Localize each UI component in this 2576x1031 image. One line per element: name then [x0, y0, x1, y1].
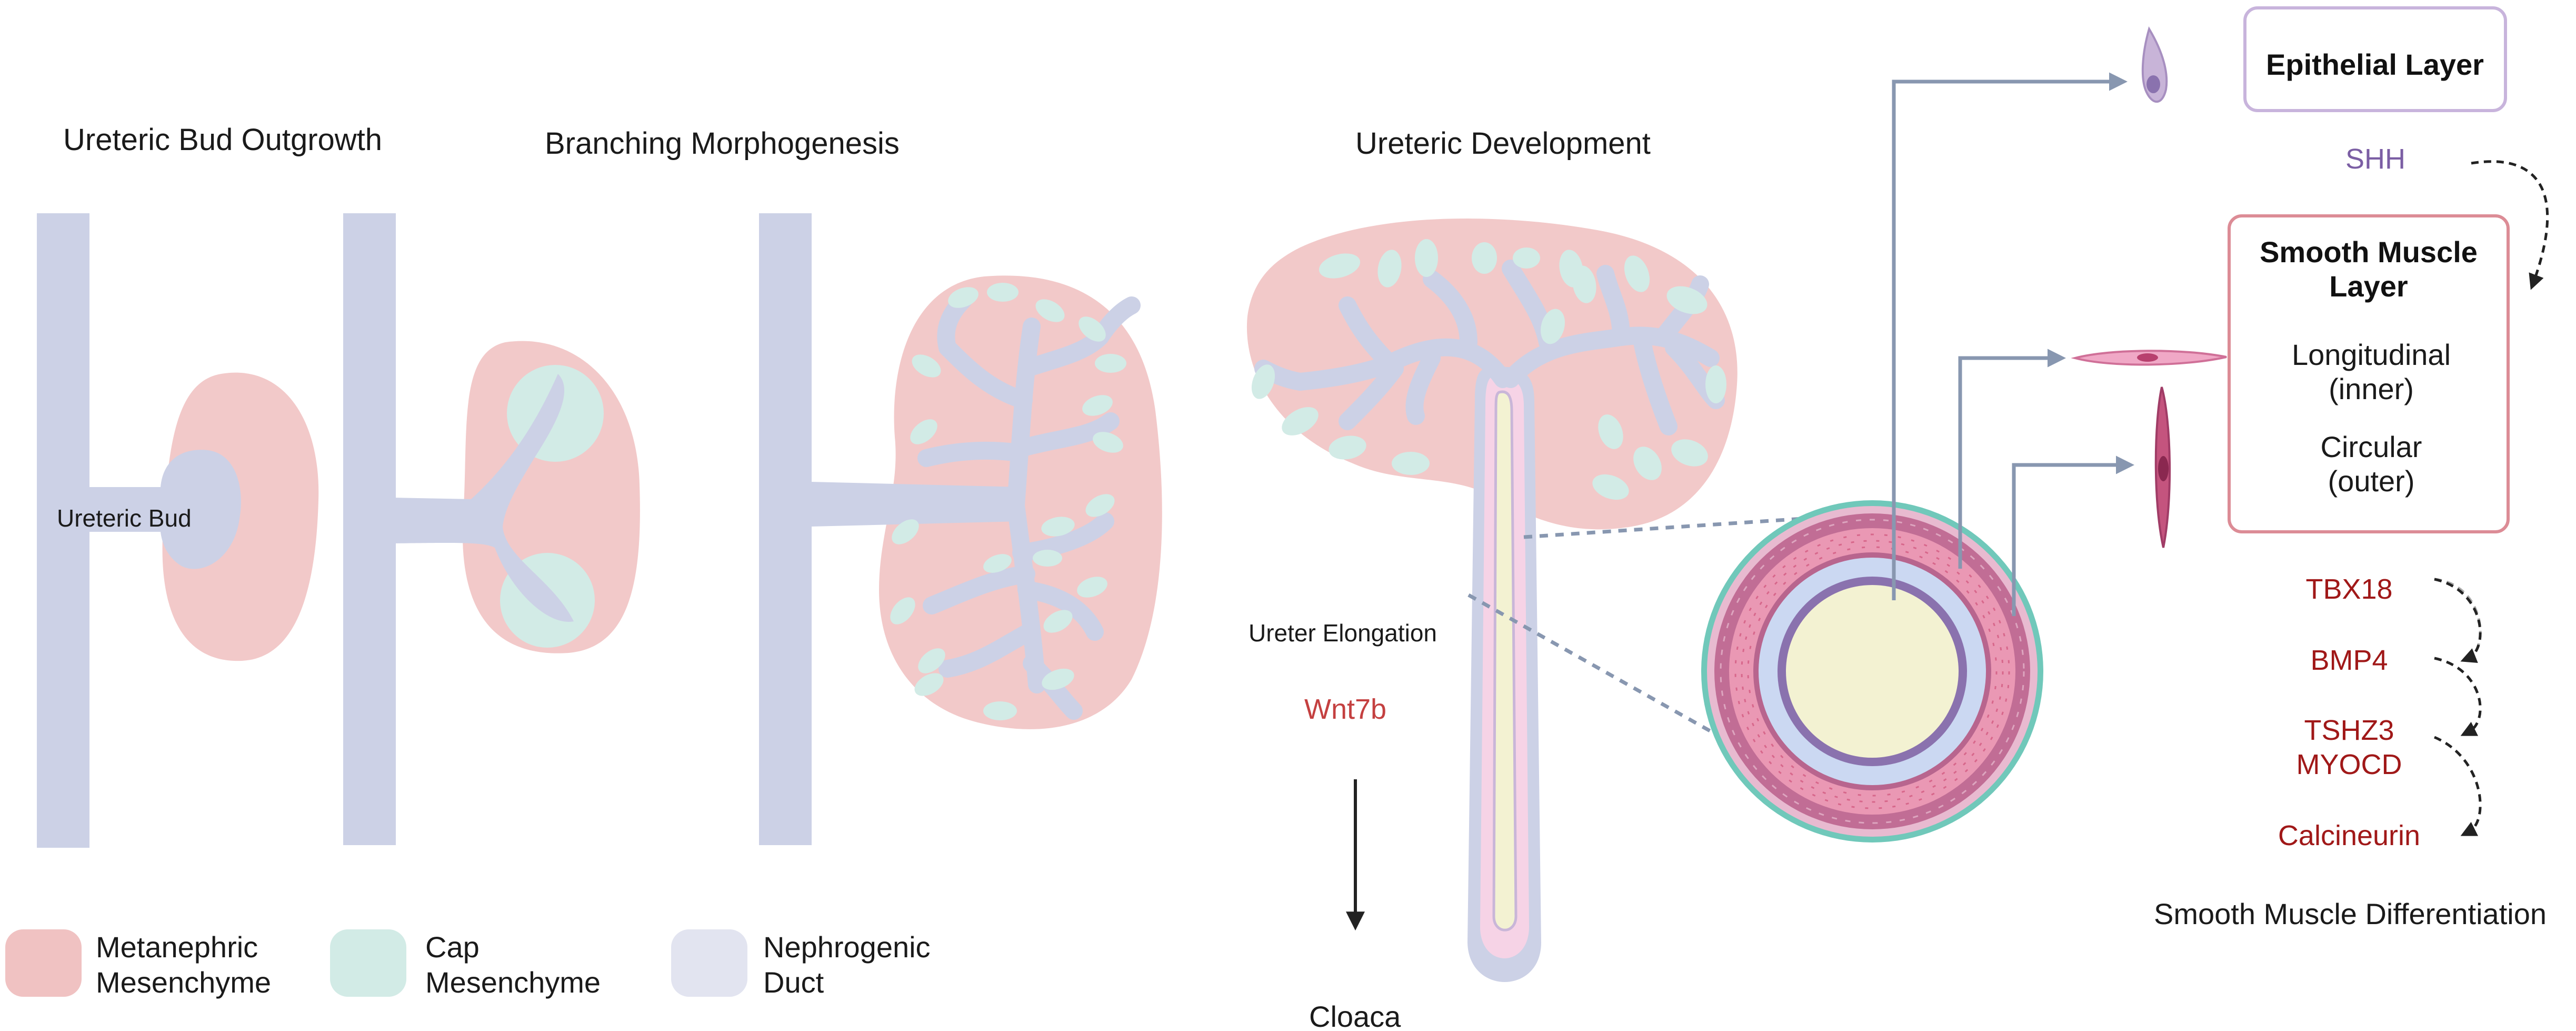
- panel-branching-morphogenesis: Branching Morphogenesis: [545, 126, 1162, 845]
- circular-muscle-cell-icon: [2154, 386, 2171, 548]
- nephrogenic-duct-3: [759, 213, 812, 845]
- circular-label: Circular: [2321, 430, 2422, 463]
- gene-tbx18: TBX18: [2305, 573, 2392, 605]
- legend-label-nephrogenic-1: Nephrogenic: [763, 930, 931, 964]
- longitudinal-label: Longitudinal: [2292, 338, 2451, 371]
- callout-arrows: [1892, 72, 2134, 616]
- smooth-muscle-title-line1: Smooth Muscle: [2260, 235, 2478, 269]
- epithelial-layer-box: Epithelial Layer: [2243, 6, 2507, 112]
- cascade-arrow-2: [2434, 657, 2482, 736]
- cascade-arrow-3: [2434, 736, 2482, 836]
- ureteric-bud-branching: [392, 374, 574, 622]
- legend-item-metanephric: Metanephric Mesenchyme: [5, 929, 271, 999]
- longitudinal-muscle-cell-icon: [2071, 350, 2227, 366]
- label-ureter-elongation: Ureter Elongation: [1249, 619, 1437, 647]
- ureter-lumen: [1492, 390, 1517, 931]
- legend-item-nephrogenic: Nephrogenic Duct: [671, 929, 931, 999]
- legend-label-nephrogenic-2: Duct: [763, 966, 824, 999]
- title-branching-morphogenesis: Branching Morphogenesis: [545, 126, 900, 161]
- panel-ureteric-development: Ureteric Development: [1246, 126, 1803, 1031]
- cap-mesenchyme-tips-3: [890, 283, 1126, 720]
- title-ureteric-development: Ureteric Development: [1355, 126, 1651, 161]
- shh-signal-arrow: [2471, 160, 2549, 290]
- title-smooth-muscle-differentiation: Smooth Muscle Differentiation: [2154, 897, 2547, 930]
- branch-tree-3: [917, 291, 1141, 720]
- ureter-cross-section: [1701, 500, 2043, 842]
- legend: Metanephric Mesenchyme Cap Mesenchyme Ne…: [5, 929, 931, 999]
- title-ureteric-bud-outgrowth: Ureteric Bud Outgrowth: [63, 123, 382, 157]
- legend-swatch-cap: [330, 929, 406, 997]
- circular-sub: (outer): [2328, 464, 2415, 498]
- gene-shh: SHH: [2345, 143, 2405, 175]
- trunk-branch-3: [811, 482, 1021, 527]
- legend-label-metanephric-1: Metanephric: [96, 930, 258, 964]
- ureteric-bud-1: [87, 450, 241, 569]
- gene-tshz3: TSHZ3: [2304, 715, 2394, 746]
- legend-swatch-nephrogenic: [671, 929, 747, 997]
- gene-wnt7b: Wnt7b: [1304, 693, 1386, 725]
- legend-swatch-metanephric: [5, 929, 82, 997]
- epithelial-cell-icon: [2141, 26, 2168, 103]
- nephrogenic-duct-1: [37, 213, 89, 848]
- metanephric-mesenchyme-1: [162, 372, 319, 661]
- panel-early-branching: [343, 213, 640, 845]
- label-ureteric-bud: Ureteric Bud: [57, 504, 192, 532]
- nephrogenic-duct-2: [343, 213, 396, 845]
- epithelial-layer-title: Epithelial Layer: [2266, 48, 2484, 81]
- longitudinal-sub: (inner): [2329, 372, 2414, 405]
- cascade-arrow-1: [2434, 578, 2482, 662]
- gene-calcineurin: Calcineurin: [2278, 820, 2420, 851]
- epithelial-scallops: [1780, 579, 1964, 764]
- gene-cascade: TBX18 BMP4 TSHZ3 MYOCD Calcineurin Smoot…: [2154, 573, 2547, 930]
- legend-item-cap: Cap Mesenchyme: [330, 929, 601, 999]
- smooth-muscle-layer-box: Smooth Muscle Layer Longitudinal (inner)…: [2228, 214, 2510, 533]
- label-cloaca: Cloaca: [1309, 1000, 1401, 1031]
- legend-label-cap-1: Cap: [425, 930, 480, 964]
- legend-label-metanephric-2: Mesenchyme: [96, 966, 271, 999]
- gene-bmp4: BMP4: [2310, 645, 2388, 676]
- gene-myocd: MYOCD: [2297, 749, 2402, 780]
- cap-mesenchyme-tips-4: [1251, 239, 1726, 500]
- panel-ureteric-bud-outgrowth: Ureteric Bud Outgrowth Ureteric Bud: [37, 123, 382, 848]
- muscle-cells-speckle: [1720, 519, 2025, 824]
- legend-label-cap-2: Mesenchyme: [425, 966, 601, 999]
- smooth-muscle-title-line2: Layer: [2329, 270, 2408, 303]
- cascade-arrow-1b: [2434, 578, 2482, 663]
- zoom-line-bottom: [1467, 593, 1722, 739]
